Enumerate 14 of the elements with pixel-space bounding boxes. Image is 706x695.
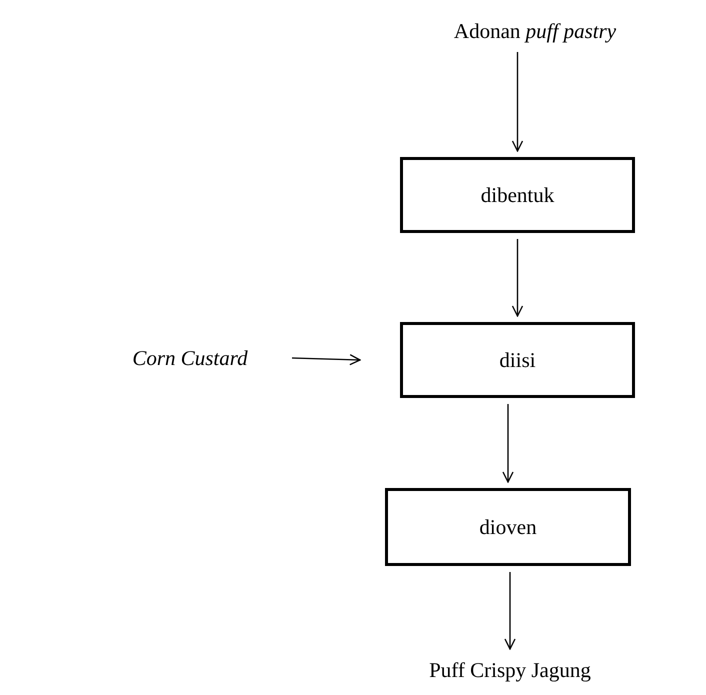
arrow (504, 572, 516, 650)
flow-text: Puff Crispy Jagung (429, 658, 591, 682)
process-box (400, 157, 635, 233)
flow-text: Corn Custard (132, 346, 248, 370)
arrow (292, 354, 361, 366)
arrow (512, 239, 524, 317)
arrow (512, 52, 524, 152)
process-box (385, 488, 631, 566)
step-label: dioven (479, 514, 537, 540)
arrow (502, 404, 514, 483)
flow-text: Adonan puff pastry (454, 18, 616, 44)
step-label: diisi (499, 348, 536, 372)
step-label: dibentuk (480, 182, 554, 208)
process-box (400, 322, 635, 398)
